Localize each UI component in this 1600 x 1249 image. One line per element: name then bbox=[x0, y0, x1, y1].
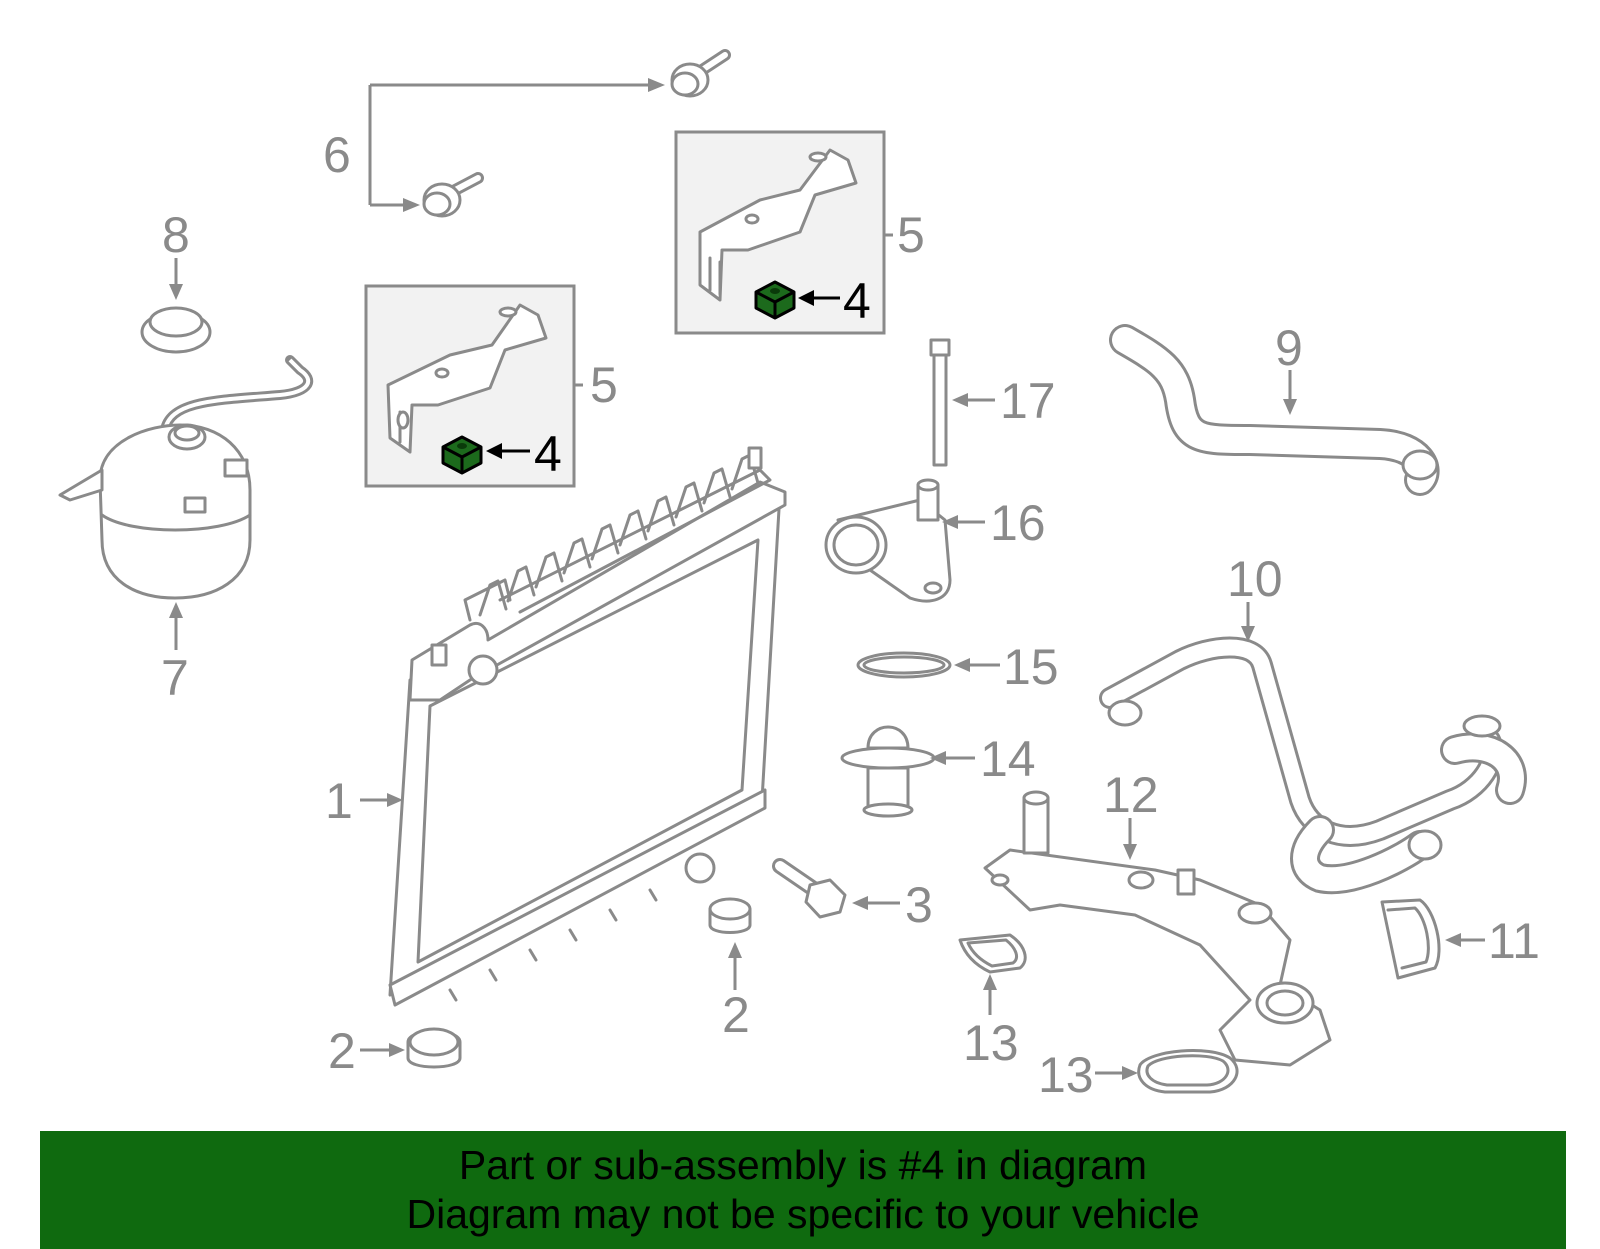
part-2-isolator-lower: 2 bbox=[328, 1023, 462, 1079]
callout-6: 6 bbox=[323, 127, 351, 183]
callout-16: 16 bbox=[990, 495, 1046, 551]
arrowhead bbox=[387, 793, 403, 807]
arrowhead bbox=[1122, 1066, 1138, 1080]
callout-8: 8 bbox=[162, 207, 190, 263]
part-1-radiator: 1 bbox=[325, 446, 787, 1007]
arrowhead bbox=[1241, 626, 1255, 642]
callout-13-lower: 13 bbox=[1038, 1047, 1094, 1103]
part-13-gasket-upper: 13 bbox=[958, 933, 1027, 1071]
callout-4-upper: 4 bbox=[843, 273, 871, 329]
arrowhead bbox=[403, 198, 420, 212]
callout-5-lower: 5 bbox=[590, 357, 618, 413]
callout-17: 17 bbox=[1000, 373, 1056, 429]
arrowhead bbox=[1445, 933, 1461, 947]
arrowhead bbox=[728, 942, 742, 958]
callout-5-upper: 5 bbox=[897, 207, 925, 263]
part-7-reservoir: 7 bbox=[58, 355, 314, 706]
banner-line-2: Diagram may not be specific to your vehi… bbox=[406, 1191, 1200, 1237]
part-6-bolts: 6 bbox=[323, 49, 731, 218]
insulator-4-lower bbox=[441, 435, 483, 475]
part-11-clamp: 11 bbox=[1380, 898, 1540, 980]
callout-14: 14 bbox=[980, 731, 1036, 787]
arrowhead bbox=[954, 658, 970, 672]
arrowhead bbox=[1123, 844, 1137, 860]
callout-2-right: 2 bbox=[722, 987, 750, 1043]
part-12-housing: 12 bbox=[983, 767, 1332, 1067]
parts-diagram: 6 4 5 bbox=[58, 49, 1540, 1103]
arrowhead bbox=[1283, 399, 1297, 415]
callout-4-lower: 4 bbox=[534, 426, 562, 482]
callout-11: 11 bbox=[1488, 913, 1540, 969]
bracket-5-upper bbox=[698, 148, 858, 302]
arrowhead bbox=[930, 751, 946, 765]
info-banner: Part or sub-assembly is #4 in diagram Di… bbox=[40, 1131, 1566, 1249]
callout-3: 3 bbox=[905, 877, 933, 933]
callout-2-left: 2 bbox=[328, 1023, 356, 1079]
callout-7: 7 bbox=[161, 650, 189, 706]
part-5-upper-box: 4 5 bbox=[674, 130, 925, 335]
part-10-hose: 10 bbox=[1099, 551, 1527, 895]
part-16-outlet: 16 bbox=[824, 478, 1046, 603]
part-2-isolator-upper: 2 bbox=[708, 897, 752, 1043]
bracket-5-lower bbox=[386, 303, 548, 454]
callout-15: 15 bbox=[1003, 639, 1059, 695]
banner-line-1: Part or sub-assembly is #4 in diagram bbox=[458, 1142, 1148, 1188]
part-13-gasket-lower: 13 bbox=[1038, 1047, 1239, 1103]
callout-10: 10 bbox=[1227, 551, 1283, 607]
callout-1: 1 bbox=[325, 773, 353, 829]
part-3-bolt: 3 bbox=[772, 858, 933, 933]
part-14-thermostat: 14 bbox=[840, 725, 1036, 818]
bolt-bottom bbox=[422, 172, 484, 218]
callout-9: 9 bbox=[1275, 320, 1303, 376]
radiator-fins bbox=[478, 453, 760, 617]
arrowhead bbox=[852, 896, 868, 910]
arrowhead bbox=[169, 284, 183, 300]
callout-12: 12 bbox=[1103, 767, 1159, 823]
bolt-top bbox=[670, 49, 731, 98]
part-8-cap: 8 bbox=[140, 207, 212, 354]
arrowhead bbox=[486, 443, 502, 459]
arrowhead bbox=[648, 78, 665, 92]
arrowhead bbox=[798, 290, 814, 306]
insulator-4-upper bbox=[754, 280, 796, 320]
arrowhead bbox=[942, 515, 958, 529]
part-9-hose: 9 bbox=[1109, 320, 1440, 496]
arrowhead bbox=[983, 974, 997, 990]
part-5-lower-box: 4 5 bbox=[364, 284, 618, 488]
part-15-gasket: 15 bbox=[856, 639, 1059, 695]
arrowhead bbox=[169, 602, 183, 618]
arrowhead bbox=[952, 393, 968, 407]
arrowhead bbox=[389, 1043, 405, 1057]
part-17-bolt: 17 bbox=[929, 338, 1056, 467]
callout-13-upper: 13 bbox=[963, 1015, 1019, 1071]
